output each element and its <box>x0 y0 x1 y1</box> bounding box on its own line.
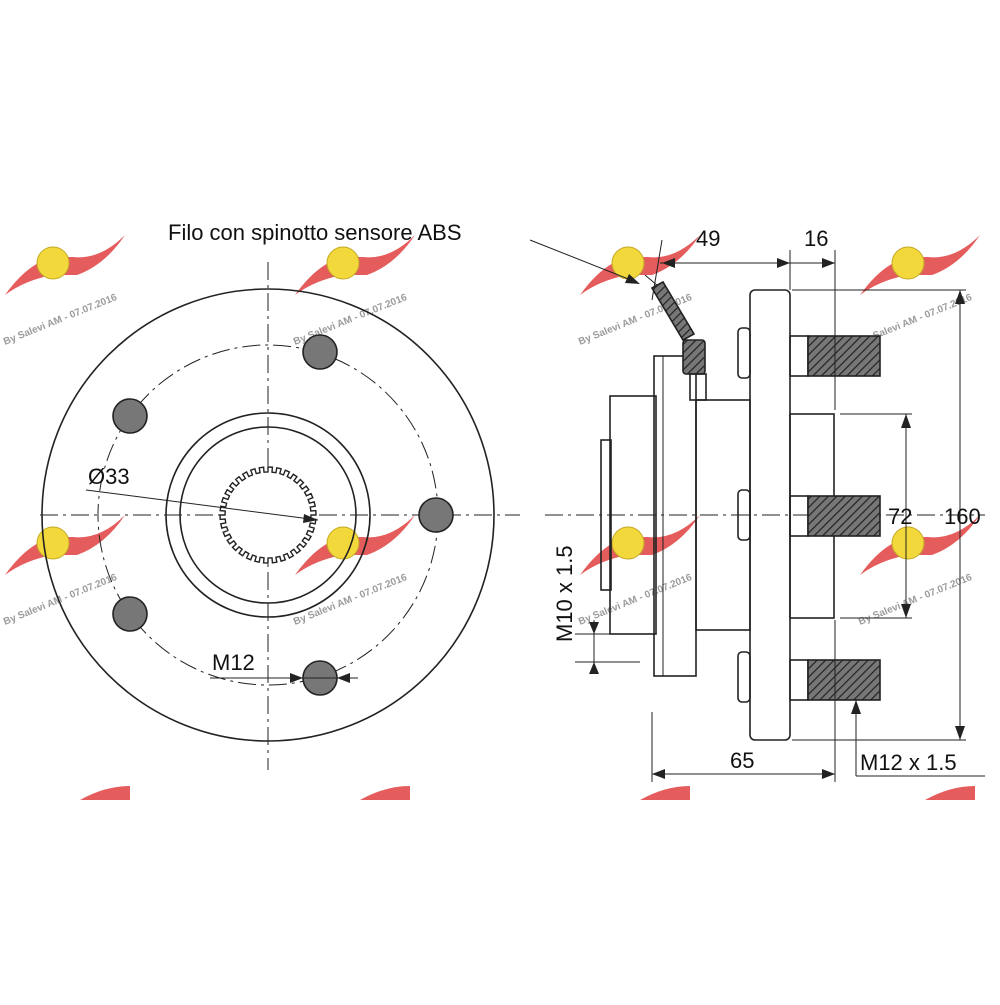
watermark-wing-fragment <box>360 786 410 800</box>
stud-shank-bottom <box>789 659 809 701</box>
stud-thread-label: M12 x 1.5 <box>860 750 957 775</box>
stud-thread-bottom <box>807 659 881 701</box>
dim-16-arrow-right <box>822 258 835 268</box>
dim-72-arrow-top <box>901 414 911 428</box>
hub-inner-circle <box>179 426 357 604</box>
abs-callout-leader <box>529 239 637 283</box>
dim-160-label: 160 <box>944 504 981 529</box>
dim-72-label: 72 <box>888 504 912 529</box>
watermark-logo: By Salevi AM - 07.07.2016 <box>577 515 700 628</box>
thread-small-arrow-top <box>589 622 599 634</box>
dim-16-label: 16 <box>804 226 828 251</box>
bolt-hole-right <box>418 497 454 533</box>
thread-small-arrow-bottom <box>589 662 599 674</box>
dim-65-arrow-left <box>652 769 665 779</box>
watermark-badge <box>36 526 70 560</box>
watermark-text: By Salevi AM - 07.07.2016 <box>292 572 409 628</box>
abs-callout-label: Filo con spinotto sensore ABS <box>168 220 462 245</box>
stud-thread-arrow <box>851 700 861 714</box>
watermark-badge <box>326 246 360 280</box>
watermark-text: By Salevi AM - 07.07.2016 <box>2 292 119 348</box>
watermark-badge <box>36 246 70 280</box>
watermark-badge <box>891 246 925 280</box>
spline-bore <box>219 466 317 564</box>
side-view: Filo con spinotto sensore ABS 49 16 72 1… <box>168 220 985 782</box>
watermark-logo: By Salevi AM - 07.07.2016 <box>292 235 415 348</box>
dim-160-arrow-bottom <box>955 726 965 740</box>
watermark-logo: By Salevi AM - 07.07.2016 <box>2 235 125 348</box>
bolt-size-arrow-left <box>290 673 303 683</box>
abs-sensor-body <box>689 373 707 401</box>
watermark-text: By Salevi AM - 07.07.2016 <box>577 572 694 628</box>
abs-wire <box>650 280 696 342</box>
bore-diameter-label: Ø33 <box>88 464 130 489</box>
stud-head-bottom <box>737 651 751 703</box>
stud-thread-top <box>807 335 881 377</box>
stud-head-middle <box>737 489 751 541</box>
bolt-hole-upper-left <box>112 398 148 434</box>
watermark-badge <box>891 526 925 560</box>
stud-shank-top <box>789 335 809 377</box>
dim-49-extension <box>651 239 663 301</box>
dim-16-arrow-left <box>777 258 790 268</box>
stud-head-top <box>737 327 751 379</box>
dim-65-label: 65 <box>730 748 754 773</box>
dim-72-arrow-bottom <box>901 604 911 618</box>
thread-small-label: M10 x 1.5 <box>552 545 577 642</box>
bolt-size-arrow-right <box>337 673 350 683</box>
watermark-logo: By Salevi AM - 07.07.2016 <box>857 235 980 348</box>
spline-teeth <box>219 466 317 564</box>
front-view: Ø33 M12 <box>40 262 520 770</box>
abs-callout-arrow <box>625 274 640 284</box>
bolt-hole-lower-left <box>112 596 148 632</box>
bore-diameter-leader <box>85 489 319 521</box>
dim-160-arrow-top <box>955 290 965 304</box>
knuckle-mount <box>653 355 697 677</box>
watermark-text: By Salevi AM - 07.07.2016 <box>2 572 119 628</box>
hub-outer-circle <box>165 412 371 618</box>
watermark-wing-fragment <box>80 786 130 800</box>
rear-spigot <box>600 439 612 591</box>
bore-diameter-arrow <box>303 514 318 523</box>
watermark-text: By Salevi AM - 07.07.2016 <box>857 572 974 628</box>
bolt-size-label: M12 <box>212 650 255 675</box>
abs-sensor-connector <box>682 339 706 375</box>
dim-65-arrow-right <box>822 769 835 779</box>
watermark-badge <box>611 526 645 560</box>
flange-outer-circle <box>41 288 495 742</box>
bolt-hole-top <box>302 334 338 370</box>
watermark-badge <box>326 526 360 560</box>
dim-49-arrow <box>662 258 675 268</box>
dim-49-label: 49 <box>696 226 720 251</box>
abs-wire-tip <box>644 274 659 287</box>
stud-thread-middle <box>807 495 881 537</box>
watermark-wing-fragment <box>925 786 975 800</box>
watermark-wing-fragment <box>640 786 690 800</box>
stud-shank-middle <box>789 495 809 537</box>
